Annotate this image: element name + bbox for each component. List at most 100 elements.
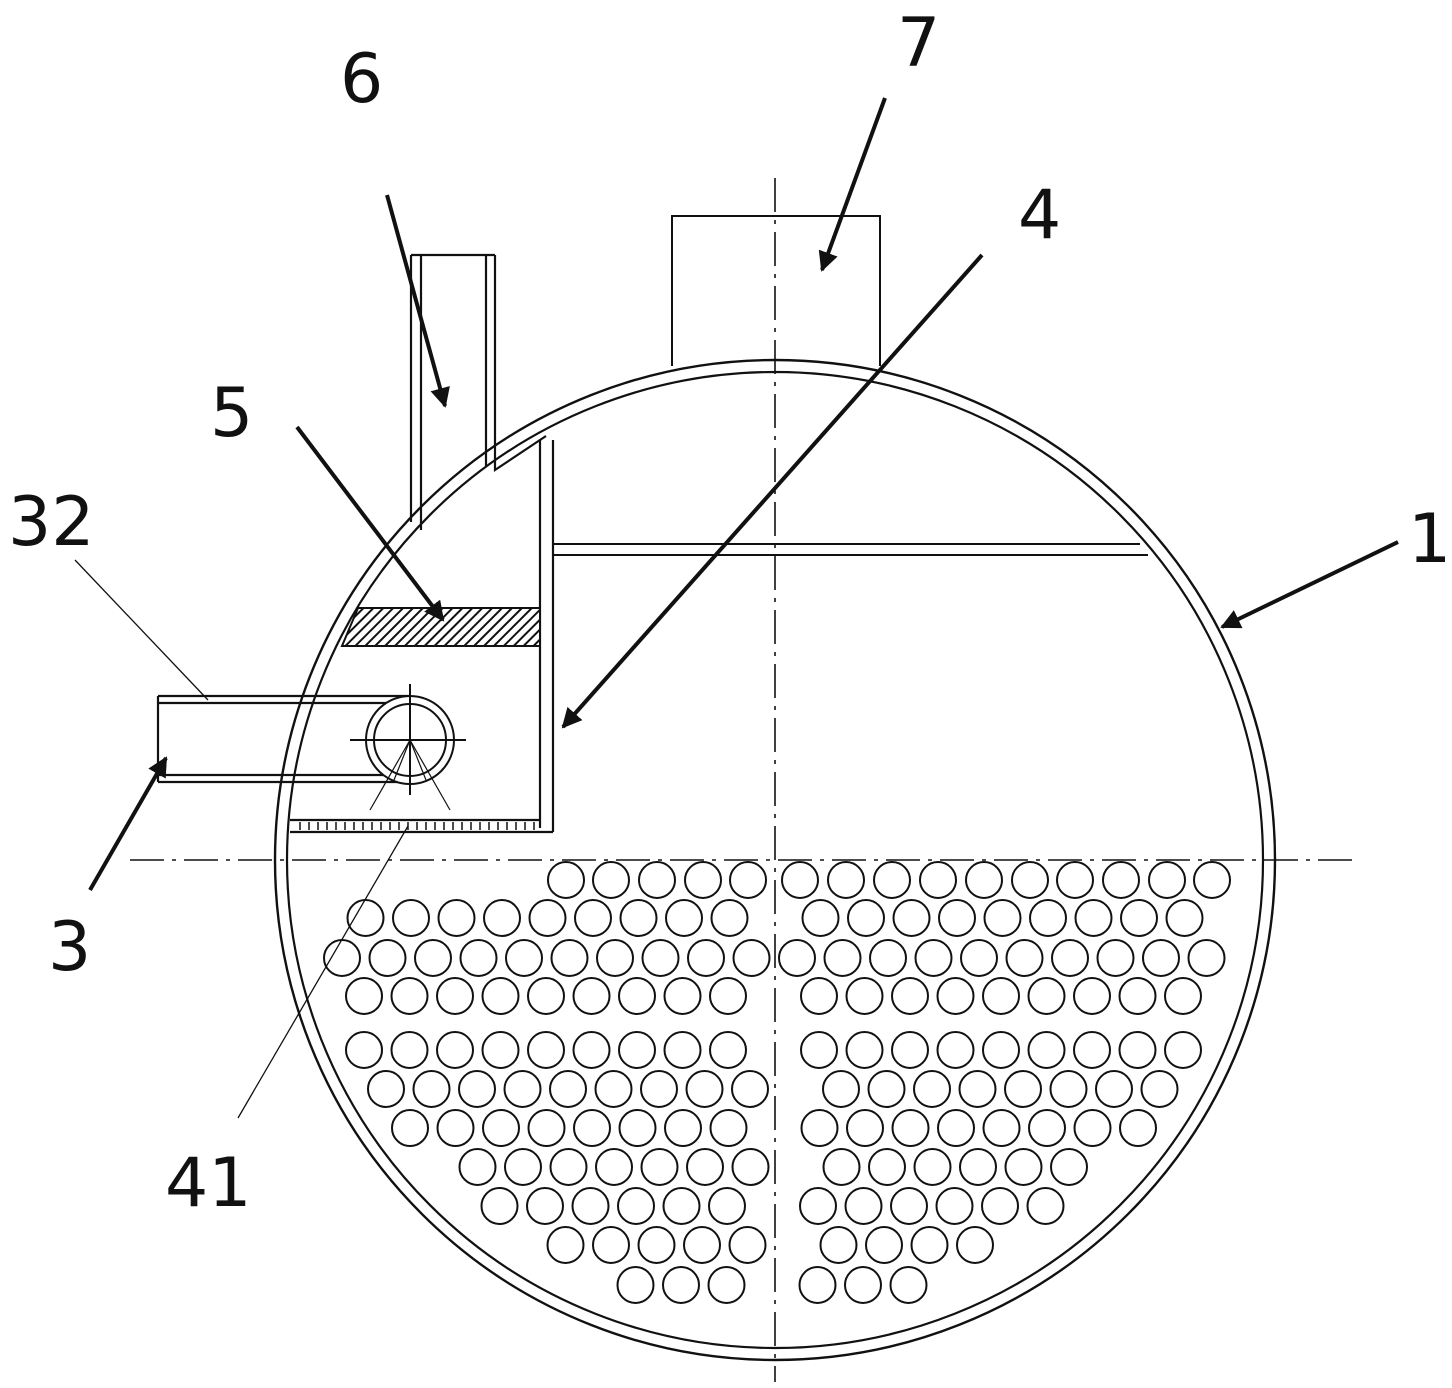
tube — [549, 1148, 588, 1186]
tube — [481, 1031, 520, 1069]
tube — [729, 861, 767, 899]
tube — [1073, 1031, 1111, 1069]
tube — [891, 977, 929, 1015]
distribution-chamber — [290, 253, 555, 834]
tube — [1051, 939, 1089, 977]
tube — [685, 1070, 724, 1108]
tube — [867, 1070, 906, 1108]
tube — [1004, 1070, 1042, 1108]
arrow-6 — [385, 194, 450, 408]
tube — [573, 1109, 611, 1147]
tube — [889, 1266, 928, 1304]
label-3: 3 — [48, 908, 91, 987]
tube — [982, 977, 1020, 1015]
tube — [1011, 861, 1049, 899]
tube — [662, 1266, 700, 1304]
tube — [687, 939, 725, 977]
label-1: 1 — [1408, 500, 1451, 579]
arrow-3 — [88, 756, 168, 891]
tube — [637, 1226, 676, 1264]
shell-inner — [285, 370, 1265, 1350]
tube — [686, 1148, 724, 1186]
tube — [437, 899, 476, 937]
tube — [819, 1226, 858, 1264]
tube — [959, 1148, 997, 1186]
tube — [436, 1031, 474, 1069]
tube — [919, 861, 957, 899]
tube — [732, 939, 771, 977]
tube — [956, 1226, 994, 1264]
tube — [868, 1148, 906, 1186]
label-5: 5 — [210, 374, 253, 453]
tube — [1165, 899, 1204, 937]
tube — [1073, 1109, 1112, 1147]
tube — [391, 1109, 429, 1147]
tube — [592, 861, 630, 899]
tube — [414, 939, 452, 977]
tube — [845, 977, 884, 1015]
tube — [910, 1226, 949, 1264]
tube — [936, 1031, 975, 1069]
leader-arrows — [74, 97, 1399, 1119]
tube — [390, 977, 429, 1015]
tube — [505, 939, 543, 977]
tube — [1074, 899, 1113, 937]
tube — [483, 899, 521, 937]
tube — [618, 1031, 656, 1069]
tube — [663, 1031, 702, 1069]
tube — [799, 1187, 837, 1225]
label-6: 6 — [340, 40, 383, 119]
tube — [731, 1070, 769, 1108]
tube — [549, 1070, 587, 1108]
tube — [368, 939, 407, 977]
tube — [891, 1031, 929, 1069]
tube — [800, 977, 838, 1015]
tube — [1029, 899, 1067, 937]
tube — [617, 1187, 655, 1225]
tube — [1073, 977, 1111, 1015]
tube — [798, 1266, 837, 1304]
distributor-nozzle — [350, 684, 466, 811]
tube — [1120, 899, 1158, 937]
tube — [1095, 1070, 1133, 1108]
tube — [592, 1226, 630, 1264]
tube — [845, 1031, 884, 1069]
tube — [390, 1031, 429, 1069]
tube — [1056, 861, 1094, 899]
tube — [480, 1187, 519, 1225]
tube — [346, 899, 385, 937]
tube — [528, 899, 567, 937]
tube — [982, 1031, 1020, 1069]
tube — [709, 1109, 748, 1147]
tube — [1140, 1070, 1179, 1108]
perforated-plate — [299, 822, 535, 830]
tube — [710, 899, 749, 937]
tube — [1050, 1148, 1088, 1186]
tube — [778, 939, 816, 977]
tube — [914, 939, 953, 977]
tube — [1187, 939, 1226, 977]
tube — [728, 1226, 767, 1264]
tube — [527, 1031, 565, 1069]
tube — [1028, 1109, 1066, 1147]
tube — [938, 899, 976, 937]
shell-outer — [273, 358, 1277, 1362]
tube — [960, 939, 998, 977]
tube — [1164, 977, 1202, 1015]
tube — [827, 861, 865, 899]
tube — [640, 1070, 678, 1108]
tube — [595, 1148, 633, 1186]
tube — [504, 1148, 542, 1186]
tube — [913, 1148, 952, 1186]
tube — [664, 1109, 702, 1147]
tube — [546, 1226, 585, 1264]
tube — [844, 1266, 882, 1304]
tube — [638, 861, 676, 899]
tube — [481, 977, 520, 1015]
tube — [890, 1187, 928, 1225]
tube — [482, 1109, 520, 1147]
tube — [707, 1266, 746, 1304]
tube — [345, 1031, 383, 1069]
tube — [822, 1070, 860, 1108]
